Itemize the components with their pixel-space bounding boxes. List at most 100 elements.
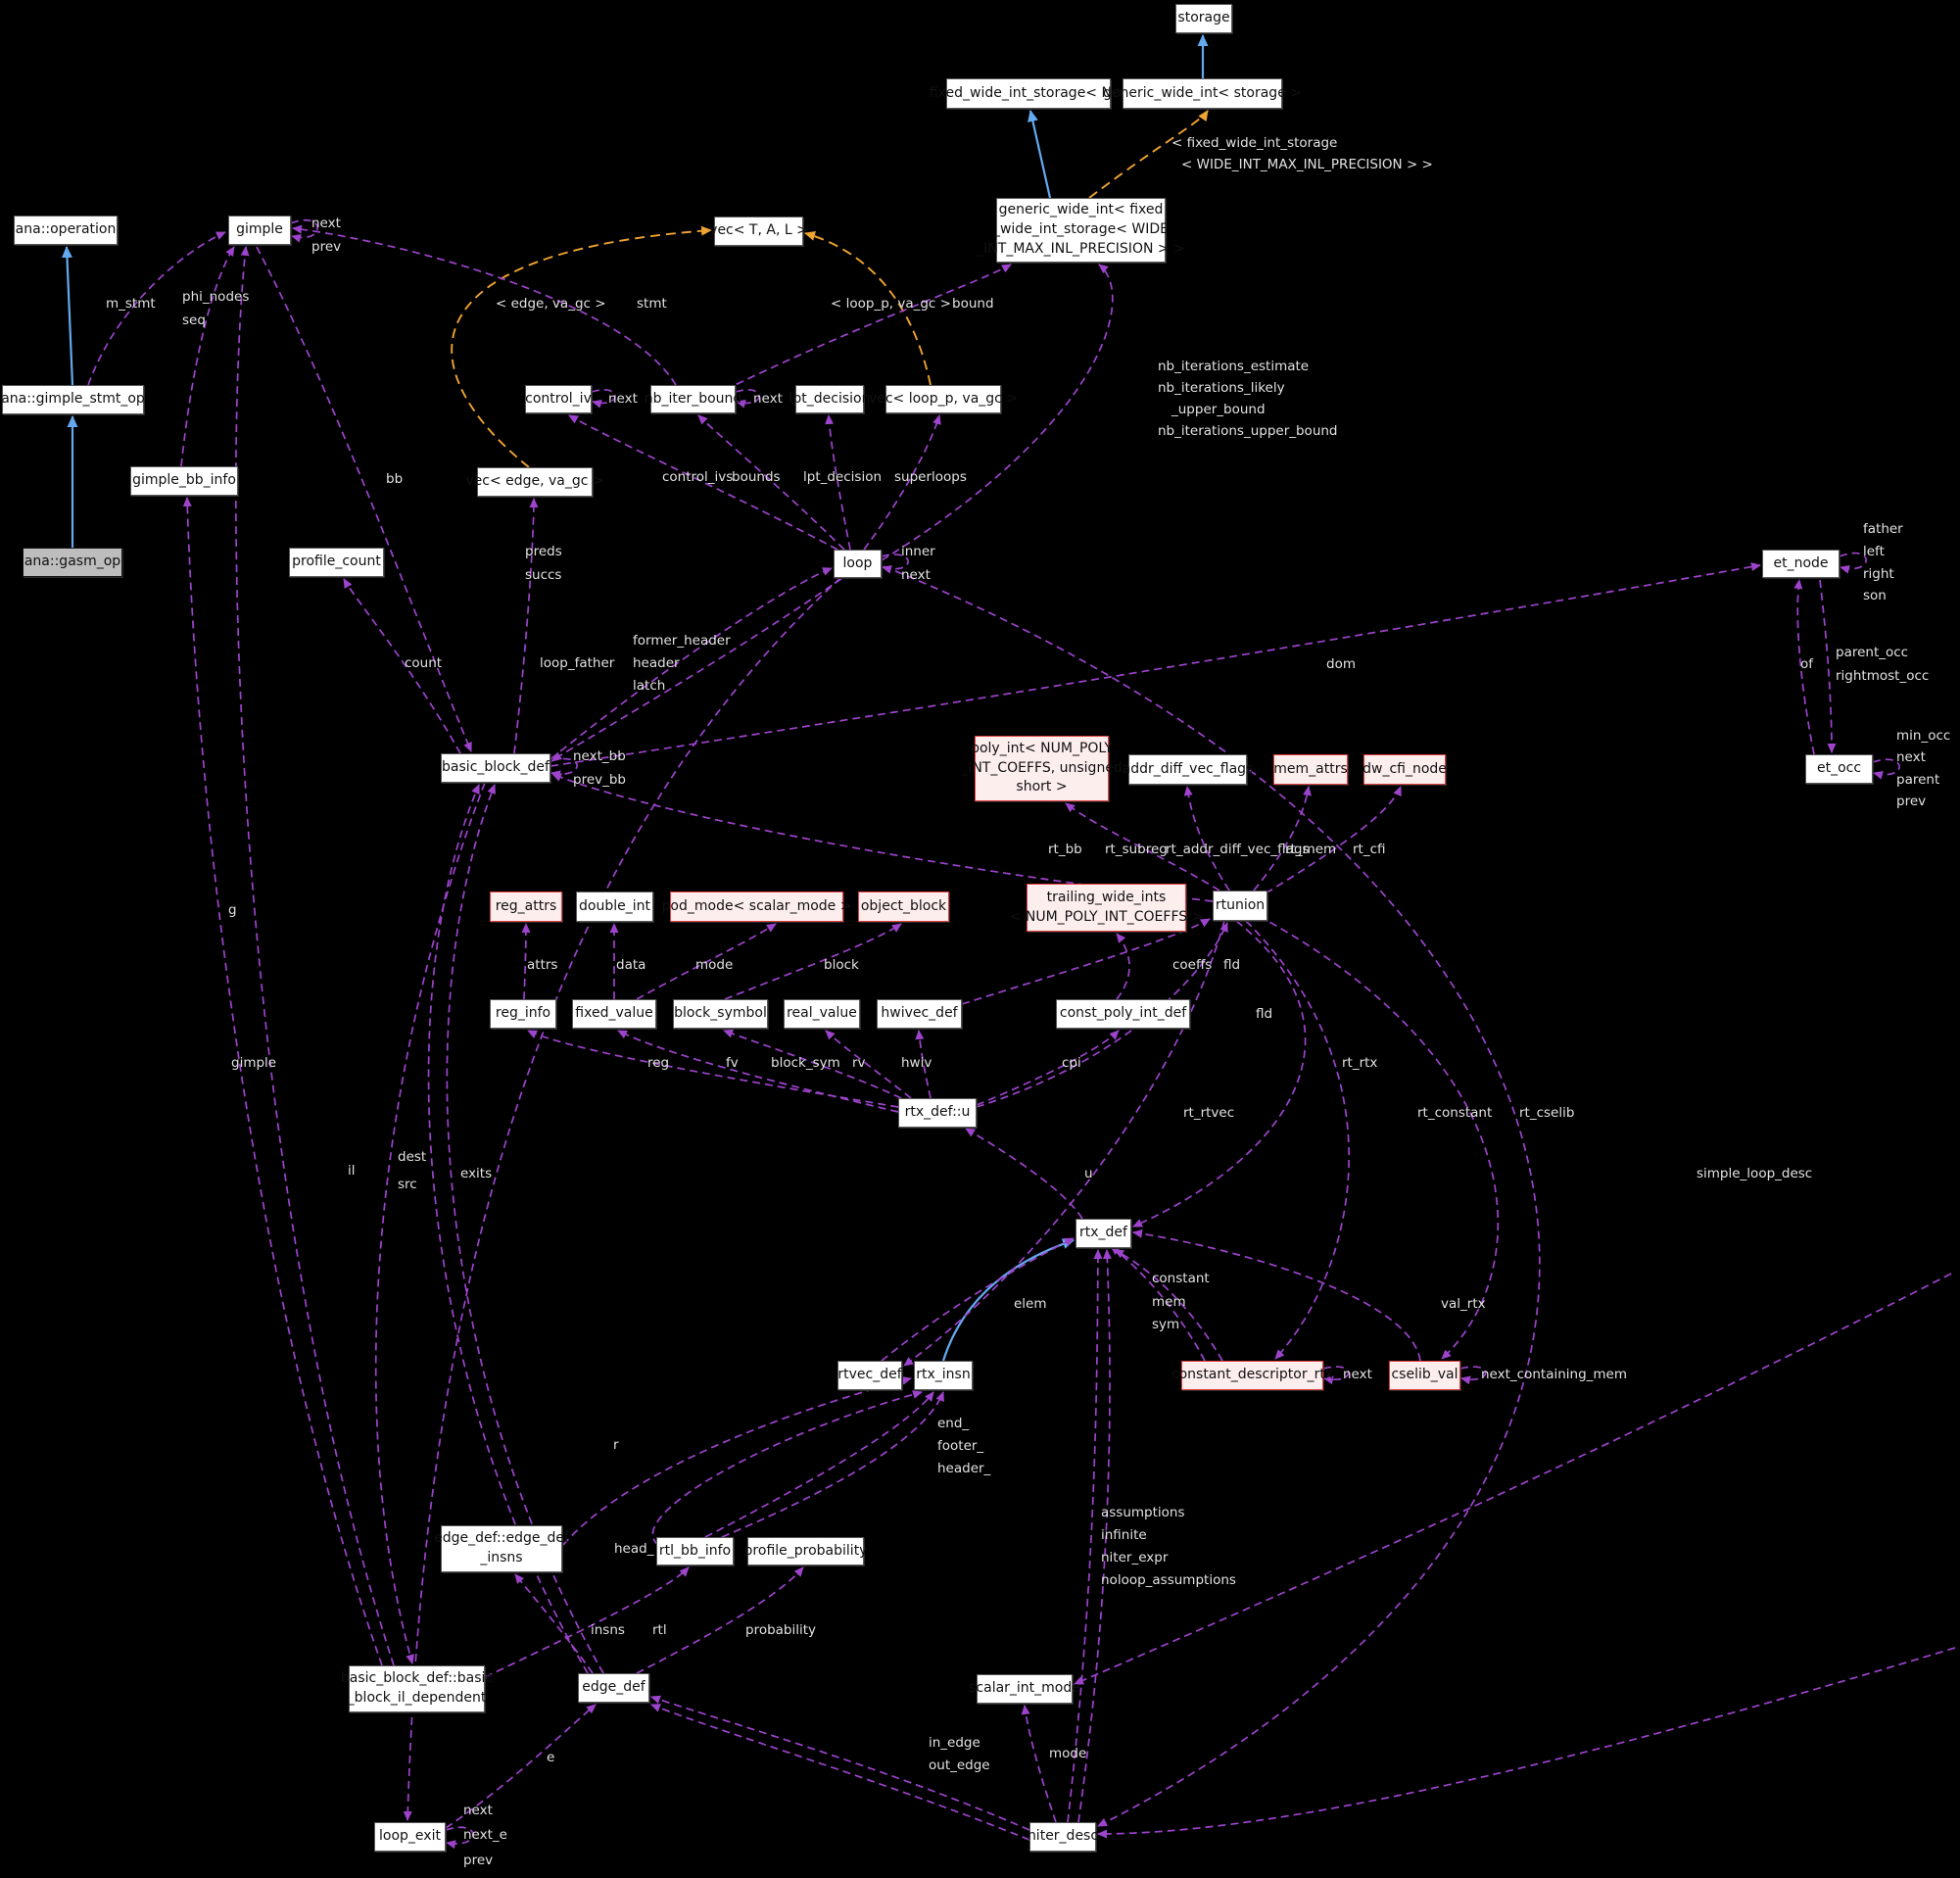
- node-const-poly-int-def[interactable]: const_poly_int_def: [1056, 999, 1190, 1029]
- node-profile-probability[interactable]: profile_probability: [744, 1537, 867, 1565]
- node-label: et_occ: [1816, 760, 1862, 777]
- edge-label: insns: [591, 1622, 625, 1638]
- node-ana-operation[interactable]: ana::operation: [14, 216, 118, 245]
- node-mem-attrs[interactable]: mem_attrs: [1273, 754, 1348, 785]
- node-rtx-insn[interactable]: rtx_insn: [914, 1361, 973, 1390]
- edge-19: [180, 246, 235, 467]
- edge-3: [1028, 110, 1052, 199]
- edge-label: bb: [386, 471, 404, 487]
- edge-label: min_occ: [1896, 728, 1951, 744]
- node-constant-descriptor-rtx[interactable]: constant_descriptor_rtx: [1171, 1361, 1333, 1390]
- node-basic-block-def[interactable]: basic_block_def: [441, 753, 550, 783]
- node-fixed-value[interactable]: fixed_value: [572, 999, 656, 1029]
- node-label: generic_wide_int< storage >: [1103, 84, 1302, 101]
- node-object-block[interactable]: object_block: [858, 891, 949, 922]
- node-generic-wide-int-storage[interactable]: generic_wide_int< storage >: [1103, 78, 1302, 109]
- edge-label: prev: [463, 1853, 494, 1868]
- node-rtunion[interactable]: rtunion: [1213, 891, 1267, 921]
- node-hwivec-def[interactable]: hwivec_def: [877, 999, 962, 1029]
- node-generic-wide-int-fixed[interactable]: generic_wide_int< fixed_wide_int_storage…: [977, 198, 1185, 263]
- node-rtl-bb-info[interactable]: rtl_bb_info: [656, 1537, 734, 1565]
- node-addr-diff-vec-flags[interactable]: addr_diff_vec_flags: [1123, 754, 1253, 785]
- node-et-occ[interactable]: et_occ: [1805, 754, 1873, 784]
- node-gimple-bb-info[interactable]: gimple_bb_info: [130, 466, 238, 496]
- node-trailing-wide-ints[interactable]: trailing_wide_ints< NUM_POLY_INT_COEFFS …: [1010, 884, 1203, 932]
- node-reg-attrs[interactable]: reg_attrs: [490, 891, 562, 922]
- node-label: double_int: [579, 897, 650, 914]
- node-vec-t-a-l[interactable]: vec< T, A, L >: [709, 217, 808, 246]
- node-ana-gasm-op[interactable]: ana::gasm_op: [23, 548, 122, 577]
- edge-label: inner: [901, 544, 935, 559]
- node-scalar-int-mode[interactable]: scalar_int_mode: [969, 1674, 1080, 1704]
- edge-69: [427, 784, 589, 1674]
- node-control-iv[interactable]: control_iv: [525, 385, 592, 413]
- edge-label: cpi: [1062, 1055, 1081, 1071]
- node-label: constant_descriptor_rtx: [1171, 1367, 1334, 1383]
- node-block-symbol[interactable]: block_symbol: [673, 999, 768, 1029]
- node-double-int[interactable]: double_int: [576, 891, 653, 922]
- edge-55: [903, 920, 1225, 1367]
- edge-label: end_: [937, 1416, 970, 1431]
- node-niter-desc[interactable]: niter_desc: [1028, 1822, 1098, 1852]
- node-bb-il-dependent[interactable]: basic_block_def::basic_block_il_dependen…: [341, 1665, 493, 1712]
- node-label: ana::operation: [15, 221, 117, 238]
- edge-82: [1074, 1273, 1952, 1685]
- edge-75: [1021, 1705, 1057, 1823]
- edge-label: _upper_bound: [1171, 402, 1266, 417]
- edge-37: [1183, 786, 1230, 891]
- node-real-value[interactable]: real_value: [784, 999, 860, 1029]
- node-edge-def-insns[interactable]: edge_def::edge_def_insns: [434, 1525, 569, 1572]
- node-cselib-val[interactable]: cselib_val: [1389, 1361, 1460, 1390]
- node-storage[interactable]: storage: [1175, 4, 1232, 33]
- edge-label: r: [613, 1437, 619, 1453]
- node-label: rtl_bb_info: [658, 1542, 732, 1559]
- node-lpt-decision[interactable]: lpt_decision: [789, 385, 871, 413]
- edge-label: nb_iterations_likely: [1158, 380, 1285, 396]
- edge-22: [343, 578, 461, 754]
- edge-label: rt_cselib: [1519, 1105, 1575, 1121]
- edge-label: fld: [1223, 957, 1241, 973]
- node-label: vec< loop_p, va_gc >: [868, 390, 1019, 407]
- edge-label: rt_rtx: [1342, 1055, 1378, 1071]
- edge-label: next: [463, 1803, 493, 1818]
- edge-label: rt_mem: [1285, 842, 1337, 857]
- node-rtx-def[interactable]: rtx_def: [1076, 1219, 1131, 1248]
- node-et-node[interactable]: et_node: [1762, 550, 1840, 578]
- edge-label: val_rtx: [1441, 1296, 1486, 1312]
- edge-5: [1088, 110, 1209, 199]
- edge-52: [636, 923, 777, 1000]
- edge-label: right: [1863, 566, 1894, 582]
- node-reg-info[interactable]: reg_info: [490, 999, 556, 1029]
- node-pod-mode[interactable]: pod_mode< scalar_mode >: [662, 891, 851, 922]
- node-rtvec-def[interactable]: rtvec_def: [837, 1361, 902, 1390]
- node-ana-gimple-stmt-op[interactable]: ana::gimple_stmt_op: [1, 385, 145, 414]
- node-dw-cfi-node[interactable]: dw_cfi_node: [1362, 754, 1447, 785]
- node-label: object_block: [860, 897, 947, 914]
- node-nb-iter-bound[interactable]: nb_iter_bound: [645, 385, 741, 413]
- edge-label: reg: [647, 1055, 670, 1071]
- edge-label: next: [901, 567, 931, 583]
- node-label: generic_wide_int< fixed: [998, 202, 1164, 218]
- edge-label: u: [1084, 1166, 1093, 1181]
- edge-60: [1114, 1249, 1223, 1362]
- edge-57: [1258, 915, 1500, 1360]
- edge-label: header_: [937, 1461, 991, 1476]
- node-gimple[interactable]: gimple: [228, 216, 291, 245]
- node-vec-loop-p-va-gc[interactable]: vec< loop_p, va_gc >: [869, 385, 1018, 413]
- edge-label: e: [547, 1750, 555, 1765]
- node-label: lpt_decision: [789, 390, 871, 407]
- node-rtx-def-u[interactable]: rtx_def::u: [898, 1098, 977, 1128]
- node-label: vec< T, A, L >: [709, 222, 808, 239]
- node-edge-def[interactable]: edge_def: [578, 1673, 649, 1703]
- node-loop[interactable]: loop: [834, 550, 882, 578]
- edge-24: [551, 577, 843, 761]
- node-loop-exit[interactable]: loop_exit: [374, 1822, 446, 1852]
- edge-53: [724, 923, 902, 1000]
- edge-label: rt_bb: [1048, 842, 1082, 857]
- edge-23: [550, 567, 833, 760]
- node-profile-count[interactable]: profile_count: [289, 548, 384, 577]
- node-label: fixed_wide_int_storage< N >: [929, 84, 1128, 101]
- node-fixed-wide-int-storage-n[interactable]: fixed_wide_int_storage< N >: [930, 78, 1127, 109]
- node-vec-edge-va-gc[interactable]: vec< edge, va_gc >: [465, 467, 604, 497]
